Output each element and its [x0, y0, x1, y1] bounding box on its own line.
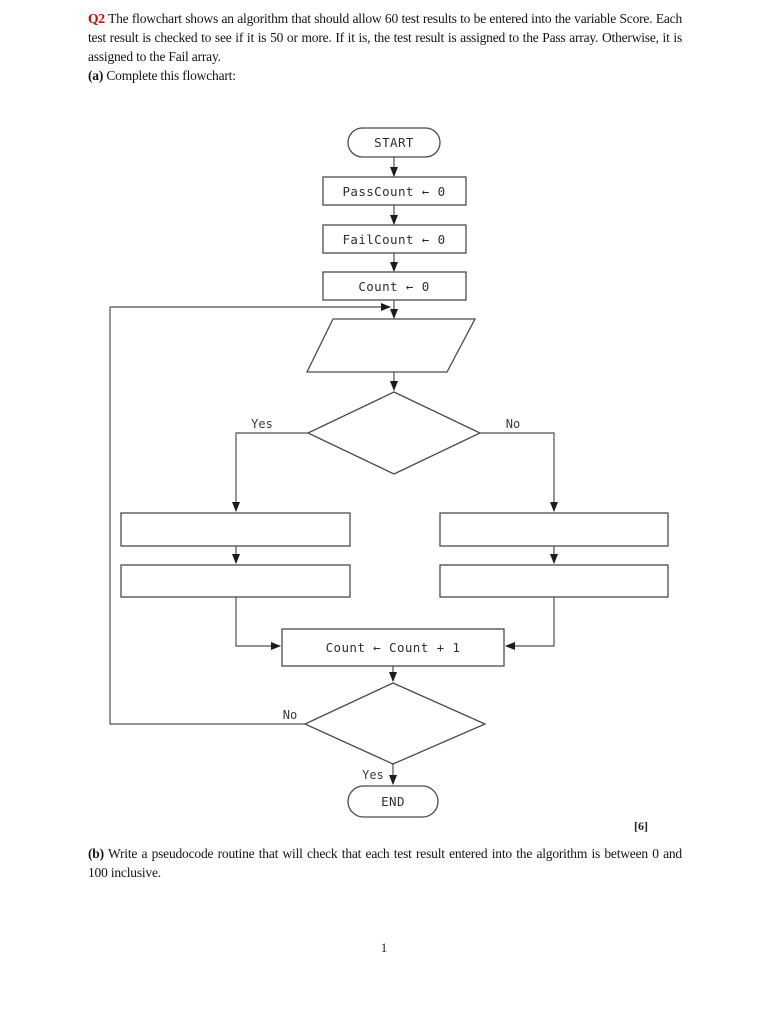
- branch-yes-line: [232, 432, 308, 512]
- process-blank-right-1: [439, 512, 669, 547]
- part-a-line: (a) Complete this flowchart:: [88, 66, 682, 85]
- process-blank-right-2: [439, 564, 669, 598]
- question-number: Q2: [88, 11, 105, 26]
- process-init-passcount: [322, 176, 467, 206]
- init-count-label: Count ← 0: [358, 279, 429, 294]
- branch-no-line: [480, 432, 558, 512]
- increment-count-label: Count ← Count + 1: [326, 640, 461, 655]
- input-parallelogram-blank: [305, 318, 477, 373]
- process-init-failcount: [322, 224, 467, 254]
- part-a-text: Complete this flowchart:: [106, 68, 236, 83]
- init-failcount-label: FailCount ← 0: [342, 232, 445, 247]
- process-increment-count: [281, 628, 505, 667]
- part-b-text: Write a pseudocode routine that will che…: [88, 846, 682, 880]
- decision2-no-label: No: [283, 708, 297, 722]
- end-label: END: [381, 794, 405, 809]
- question-intro-text: The flowchart shows an algorithm that sh…: [88, 11, 682, 64]
- connector-right-to-increment: [505, 597, 555, 650]
- part-b-paragraph: (b) Write a pseudocode routine that will…: [88, 844, 682, 882]
- loop-back-line: [109, 303, 391, 725]
- decision1-no-label: No: [506, 417, 520, 431]
- end-terminator: [347, 785, 439, 818]
- decision2-yes-label: Yes: [362, 768, 384, 782]
- decision1-yes-label: Yes: [251, 417, 273, 431]
- connector-left-to-increment: [235, 597, 281, 650]
- part-a-label: (a): [88, 68, 104, 83]
- decision2-diamond-blank: [303, 682, 487, 765]
- process-blank-left-2: [120, 564, 351, 598]
- decision1-diamond-blank: [306, 391, 482, 475]
- init-passcount-label: PassCount ← 0: [342, 184, 445, 199]
- page-number: 1: [380, 940, 388, 955]
- process-init-count: [322, 271, 467, 301]
- start-label: START: [374, 135, 414, 150]
- process-blank-left-1: [120, 512, 351, 547]
- part-b-label: (b): [88, 846, 104, 861]
- marks-label: [6]: [634, 819, 648, 833]
- start-terminator: [347, 127, 441, 158]
- question-intro-paragraph: Q2 The flowchart shows an algorithm that…: [88, 9, 682, 66]
